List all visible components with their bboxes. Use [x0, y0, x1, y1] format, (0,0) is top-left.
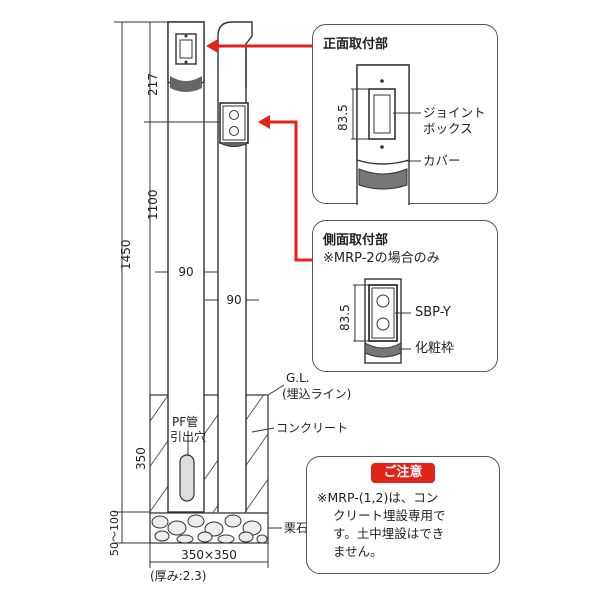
dimension-lines	[114, 21, 269, 568]
front-mount-drawing: 83.5	[336, 64, 421, 205]
dim-gravel-depth: 50〜100	[108, 510, 121, 556]
label-frame: 化粧枠	[415, 341, 455, 356]
label-cover: カバー	[423, 153, 461, 168]
label-sbp: SBP-Y	[415, 305, 451, 320]
dim-thickness: (厚み:2.3)	[150, 569, 207, 583]
side-dim: 83.5	[338, 304, 352, 331]
label-joint-box-sub: ボックス	[423, 121, 473, 136]
label-gl: G.L.	[286, 371, 310, 385]
front-mount-title: 正面取付部	[323, 37, 389, 52]
pf-pipe-hole	[179, 454, 195, 502]
dim-post-width-side: 90	[226, 293, 241, 307]
arrow-front	[206, 39, 320, 53]
leader-lines	[187, 384, 285, 529]
label-pf-pipe-sub: 引出穴	[170, 429, 206, 444]
front-dim: 83.5	[336, 104, 350, 131]
side-mount-detail: 側面取付部 ※MRP-2の場合のみ 83.5 SBP-Y 化粧枠	[312, 220, 498, 372]
side-mount-subtitle: ※MRP-2の場合のみ	[323, 251, 440, 266]
arrow-side	[258, 115, 320, 262]
caution-box: ご注意 ※MRP-(1,2)は、コン クリート埋設専用で す。土中埋設はでき ま…	[306, 456, 500, 574]
side-post	[217, 21, 253, 512]
front-post	[167, 21, 205, 513]
label-joint-box: ジョイント	[423, 105, 486, 120]
caution-line-3: す。土中埋設はでき	[333, 526, 445, 541]
side-mount-title: 側面取付部	[323, 233, 389, 248]
caution-line-2: クリート埋設専用で	[333, 508, 446, 523]
label-gravel: 栗石	[284, 521, 308, 535]
dim-buried-depth: 350	[134, 447, 148, 470]
caution-line-4: ません。	[333, 544, 383, 559]
dim-box-offset: 217	[146, 73, 160, 96]
dim-post-width-front: 90	[178, 265, 193, 279]
side-mount-drawing: 83.5	[338, 278, 411, 364]
front-mount-detail: 正面取付部 83.5 ジョイント ボックス カバー	[312, 24, 498, 205]
label-concrete: コンクリート	[276, 421, 348, 435]
dim-foundation-size: 350×350	[181, 548, 237, 562]
label-gl-sub: (埋込ライン)	[282, 387, 351, 401]
gravel-layer	[149, 512, 269, 544]
dim-upper-height: 1100	[146, 189, 160, 220]
dim-total-height: 1450	[119, 239, 133, 270]
caution-line-1: ※MRP-(1,2)は、コン	[317, 490, 439, 505]
caution-badge: ご注意	[371, 463, 435, 483]
label-pf-pipe: PF管	[172, 414, 198, 429]
